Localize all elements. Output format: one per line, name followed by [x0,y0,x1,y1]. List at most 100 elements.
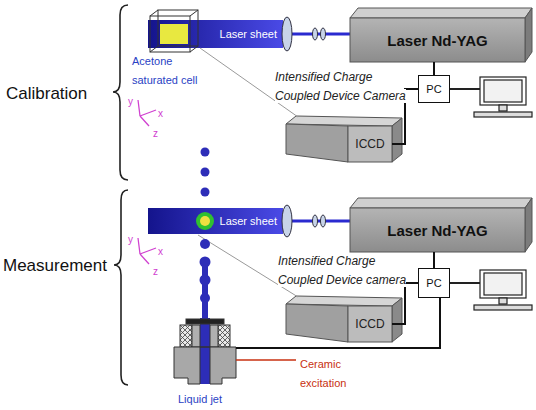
axis-label: x [158,108,163,119]
part-label: Liquid jet [178,393,222,405]
camera-body [392,298,402,342]
monitor-symbol [474,305,532,310]
nozzle-holder [180,325,192,347]
lens [321,215,326,227]
camera-body [392,118,402,162]
part-label: Ceramic excitation [300,353,366,391]
cable-line [433,252,435,268]
liquid-jet [200,216,210,226]
part-label: Intensified Charge Coupled Device Camera [275,66,415,104]
axis-symbol [138,238,140,254]
axis-symbol [138,100,156,264]
nozzle-holder [210,325,218,347]
node-text: Laser sheet [220,215,277,227]
laser-housing [350,198,532,208]
laser-housing [350,208,525,252]
node-text: Laser sheet [220,28,277,40]
laser-beam [148,20,283,48]
laser-housing [525,198,532,252]
laser-housing [350,8,532,18]
bracket [113,5,128,385]
liquid-jet [200,275,211,286]
part-label: Intensified Charge Coupled Device camera [278,254,406,287]
part-label: Acetone saturated cell [132,55,197,86]
liquid-jet [201,148,210,157]
camera-body [348,306,392,342]
node-text: ICCD [355,317,384,331]
cable-line [392,283,418,324]
acetone-cell [150,16,190,52]
liquid-jet [201,168,210,177]
monitor-symbol [450,88,480,90]
acetone-cell [160,24,188,44]
lens [321,28,326,40]
part-label: Ceramic excitation [300,358,346,389]
acetone-cell [150,10,198,52]
nozzle-holder [218,325,230,347]
pc-box: PC [418,268,450,298]
section-label: Measurement [3,256,107,275]
axis-label: y [128,228,133,247]
liquid-jet [196,212,214,230]
liquid-jet [200,318,210,384]
section-label: Calibration [6,84,87,103]
pc-box: PC [418,75,450,103]
laser-box: Laser Nd-YAG [350,208,525,252]
axis-symbol [138,100,140,116]
axis-label: x [158,240,163,259]
laser-sheet: Laser sheet [148,208,283,234]
cable-line [433,62,435,75]
nozzle-holder [192,325,200,347]
axis-symbol [140,248,156,254]
bracket [113,5,128,180]
axis-symbol [140,116,149,126]
axis-label: x [158,102,163,121]
monitor-symbol [484,80,522,102]
camera-body [286,304,348,342]
liquid-jet [200,239,210,249]
axis-symbol [140,254,149,264]
camera-body [286,124,348,162]
axis-label: z [153,266,158,277]
monitor-symbol [450,77,532,310]
camera-box: ICCD [348,306,392,342]
part-label: Intensified Charge Coupled Device Camera [275,70,406,103]
part-label: Intensified Charge Coupled Device camera [278,250,418,288]
lens [313,28,318,40]
section-label: Calibration [6,84,87,104]
node-text: Laser Nd-YAG [387,32,487,49]
lens [313,215,318,227]
laser-box: Laser Nd-YAG [350,18,525,62]
node-text: Laser Nd-YAG [387,222,487,239]
laser-beam [148,208,283,234]
axis-label: z [153,128,158,139]
liquid-jet [200,293,210,303]
nozzle-holder [186,319,224,324]
wire [236,298,440,360]
axis-label: z [153,260,158,279]
monitor-symbol [499,298,507,304]
liquid-jet [201,188,210,197]
nozzle-holder [174,319,236,384]
bracket [114,190,128,385]
monitor-symbol [450,282,480,284]
liquid-jet [202,262,208,320]
node-text: PC [426,277,441,289]
monitor-symbol [474,112,532,117]
wire [236,359,296,361]
wire [236,298,440,348]
axis-label: y [128,96,133,107]
axis-label: y [128,234,133,245]
axis-label: x [158,246,163,257]
lens [282,205,292,237]
laser-sheet: Laser sheet [148,20,283,48]
camera-body [286,116,402,342]
part-label: Liquid jet [178,388,222,407]
laser-housing [350,18,525,62]
monitor-symbol [480,270,526,298]
axis-label: y [128,90,133,109]
axis-label: z [153,122,158,141]
